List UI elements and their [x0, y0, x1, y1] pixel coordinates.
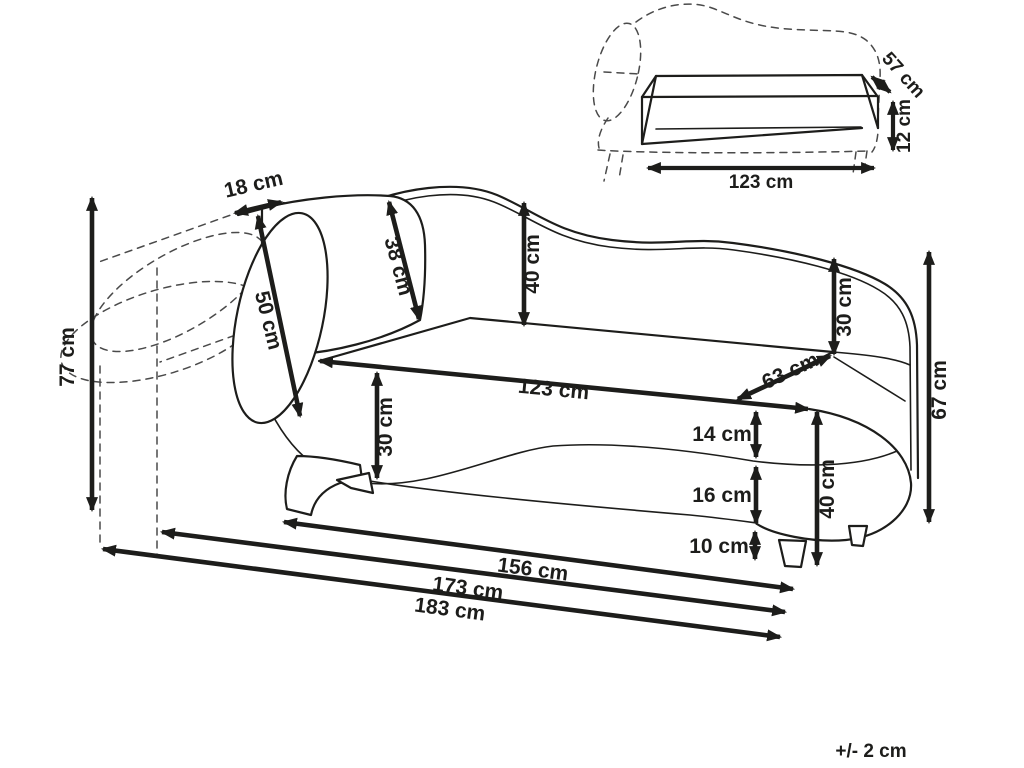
dim-label-top-section: 14 cm	[692, 423, 752, 446]
back-right-leg	[847, 524, 869, 548]
dim-arrow-seat-depth	[736, 353, 832, 402]
dim-label-storage-length: 123 cm	[729, 172, 793, 193]
dim-label-base-thickness-left: 30 cm	[374, 397, 397, 457]
dim-label-total-height-left: 77 cm	[56, 327, 79, 387]
inset-chaise-dashed-outline	[592, 3, 881, 182]
tolerance-label: +/- 2 cm	[835, 741, 906, 762]
dim-arrow-armrest-width	[232, 199, 284, 216]
dim-label-seat-floor-height: 40 cm	[816, 459, 839, 519]
dim-label-storage-depth: 57 cm	[877, 48, 929, 102]
dim-arrow-armrest-face	[254, 213, 304, 419]
chaise-frame-outline	[348, 185, 920, 480]
inset-dimension-arrows	[645, 75, 899, 174]
dim-label-leg-height: 10 cm	[689, 535, 749, 558]
dim-label-side-height-right: 67 cm	[928, 360, 951, 420]
dimension-arrows	[86, 195, 935, 642]
dim-arrow-storage-depth	[870, 75, 892, 94]
dim-label-backrest-center: 40 cm	[521, 234, 544, 294]
dim-arrow-total-length	[100, 544, 783, 642]
front-right-leg	[777, 538, 808, 569]
dim-arrow-backrest-cushion	[386, 199, 422, 322]
folded-armrest-dashed-outline	[60, 210, 266, 558]
base-outline	[265, 401, 913, 542]
dim-label-middle-section: 16 cm	[692, 484, 752, 507]
front-left-leg	[284, 454, 364, 517]
inset-storage-view: 57 cm 12 cm 123 cm	[592, 3, 929, 193]
inset-storage-box	[640, 73, 880, 146]
inset-dimension-labels: 57 cm 12 cm 123 cm	[729, 48, 929, 193]
dim-label-armrest-width: 18 cm	[222, 167, 285, 203]
dim-arrow-seat-length	[317, 356, 811, 414]
front-left-leg-bracket	[335, 471, 375, 495]
dim-label-backrest-right: 30 cm	[833, 277, 856, 337]
dim-label-storage-height: 12 cm	[894, 99, 915, 153]
